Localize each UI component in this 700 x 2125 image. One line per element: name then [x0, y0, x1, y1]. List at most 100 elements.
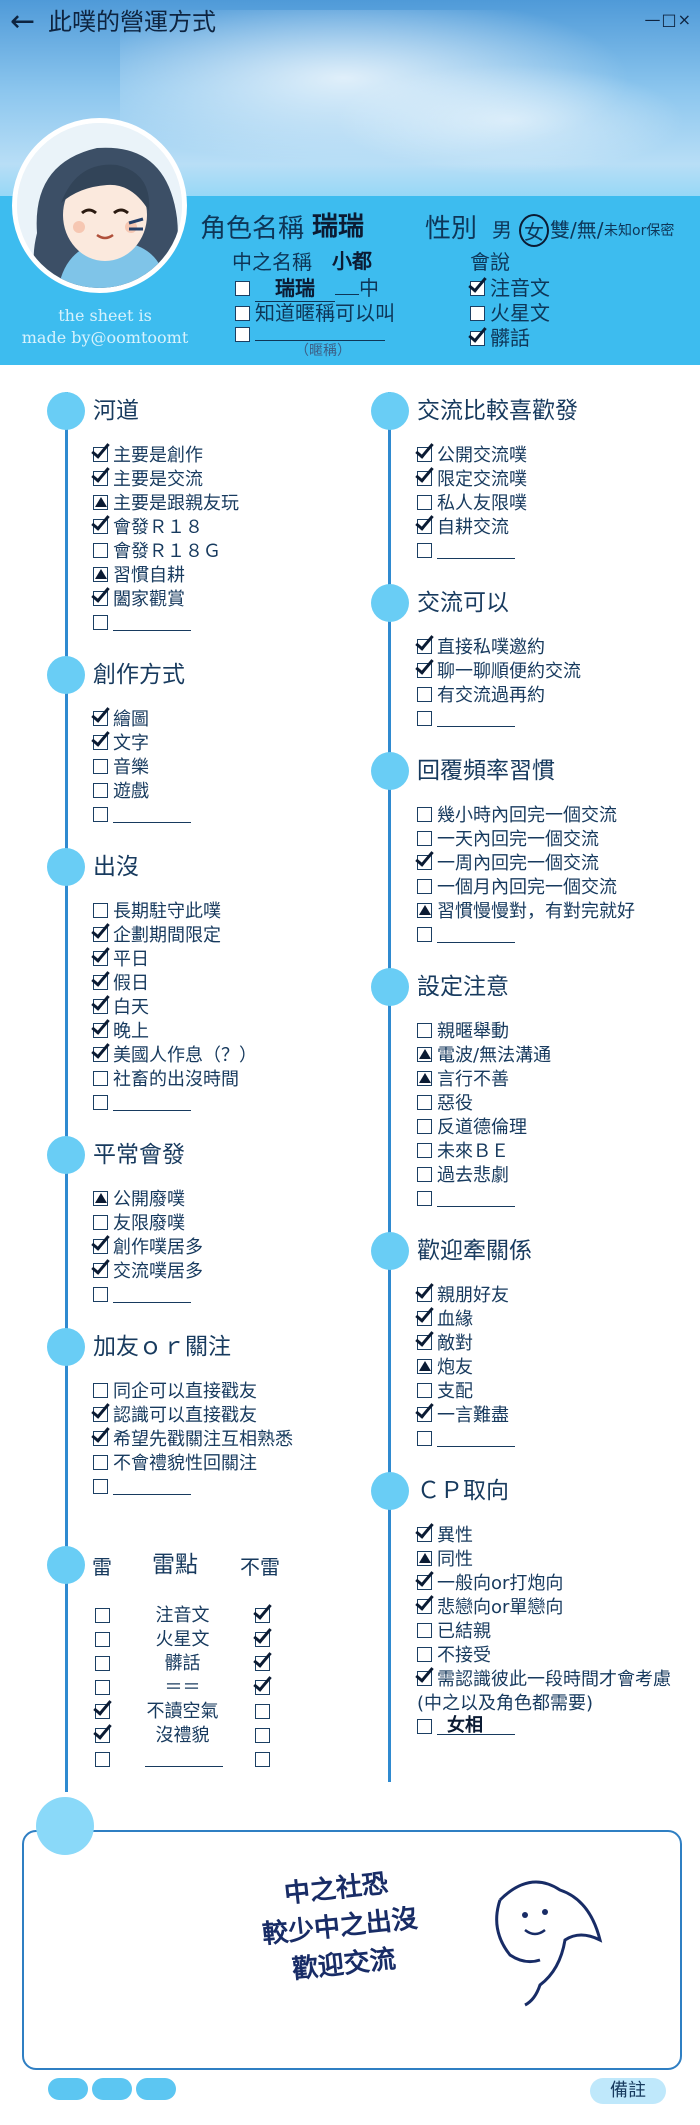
- list-item[interactable]: 電波/無法溝通: [417, 1044, 551, 1068]
- speak-item[interactable]: 注音文: [470, 272, 550, 301]
- know-nick-row[interactable]: 知道暱稱可以叫: [235, 297, 395, 326]
- item-checkbox[interactable]: [93, 1383, 108, 1398]
- item-checkbox[interactable]: [417, 1647, 432, 1662]
- item-checkbox[interactable]: [93, 1215, 108, 1230]
- item-checkbox[interactable]: [93, 1047, 108, 1062]
- bulei-checkbox[interactable]: [255, 1752, 270, 1767]
- item-checkbox[interactable]: [417, 1719, 432, 1734]
- item-checkbox[interactable]: [93, 1239, 108, 1254]
- lei-checkbox[interactable]: [95, 1680, 110, 1695]
- list-item[interactable]: 希望先戳關注互相熟悉: [93, 1428, 293, 1452]
- list-item[interactable]: 交流噗居多: [93, 1260, 203, 1284]
- speak-item[interactable]: 火星文: [470, 297, 550, 326]
- bulei-checkbox[interactable]: [255, 1632, 270, 1647]
- tab-3[interactable]: [136, 2078, 176, 2100]
- list-item[interactable]: [93, 612, 191, 636]
- list-item[interactable]: 親朋好友: [417, 1284, 509, 1308]
- item-checkbox[interactable]: [93, 951, 108, 966]
- item-checkbox[interactable]: [417, 1527, 432, 1542]
- list-item[interactable]: 聊一聊順便約交流: [417, 660, 581, 684]
- item-checkbox[interactable]: [93, 783, 108, 798]
- item-checkbox[interactable]: [93, 1407, 108, 1422]
- item-checkbox[interactable]: [93, 1191, 108, 1206]
- item-checkbox[interactable]: [93, 1455, 108, 1470]
- item-checkbox[interactable]: [417, 639, 432, 654]
- item-checkbox[interactable]: [417, 495, 432, 510]
- lei-checkbox[interactable]: [95, 1752, 110, 1767]
- list-item[interactable]: 美國人作息（？）: [93, 1044, 257, 1068]
- item-checkbox[interactable]: [417, 1287, 432, 1302]
- list-item[interactable]: 一周內回完一個交流: [417, 852, 599, 876]
- nick-row[interactable]: [235, 322, 385, 346]
- list-item[interactable]: 同企可以直接戳友: [93, 1380, 257, 1404]
- item-checkbox[interactable]: [93, 927, 108, 942]
- item-checkbox[interactable]: [417, 1191, 432, 1206]
- item-checkbox[interactable]: [417, 519, 432, 534]
- item-checkbox[interactable]: [417, 903, 432, 918]
- list-item[interactable]: 主要是跟親友玩: [93, 492, 239, 516]
- item-checkbox[interactable]: [93, 591, 108, 606]
- list-item[interactable]: 晚上: [93, 1020, 149, 1044]
- list-item[interactable]: 悲戀向or單戀向: [417, 1596, 563, 1620]
- item-checkbox[interactable]: [93, 495, 108, 510]
- item-checkbox[interactable]: [93, 999, 108, 1014]
- lei-checkbox[interactable]: [95, 1728, 110, 1743]
- item-checkbox[interactable]: [417, 1071, 432, 1086]
- list-item[interactable]: 一個月內回完一個交流: [417, 876, 617, 900]
- lei-checkbox[interactable]: [95, 1632, 110, 1647]
- list-item[interactable]: 平日: [93, 948, 149, 972]
- bulei-checkbox[interactable]: [255, 1608, 270, 1623]
- item-checkbox[interactable]: [93, 1263, 108, 1278]
- list-item[interactable]: 創作噗居多: [93, 1236, 203, 1260]
- item-checkbox[interactable]: [93, 519, 108, 534]
- item-checkbox[interactable]: [93, 759, 108, 774]
- item-checkbox[interactable]: [93, 903, 108, 918]
- list-item[interactable]: [93, 1092, 191, 1116]
- item-checkbox[interactable]: [93, 471, 108, 486]
- list-item[interactable]: [417, 540, 515, 564]
- list-item[interactable]: [93, 1284, 191, 1308]
- remark-button[interactable]: 備註: [590, 2078, 666, 2104]
- list-item[interactable]: [417, 708, 515, 732]
- item-checkbox[interactable]: [417, 1119, 432, 1134]
- list-item[interactable]: [93, 804, 191, 828]
- item-checkbox[interactable]: [93, 1287, 108, 1302]
- speak-item[interactable]: 髒話: [470, 322, 530, 351]
- bulei-checkbox[interactable]: [255, 1728, 270, 1743]
- item-checkbox[interactable]: [417, 1599, 432, 1614]
- item-checkbox[interactable]: [417, 1407, 432, 1422]
- item-checkbox[interactable]: [93, 975, 108, 990]
- list-item[interactable]: 限定交流噗: [417, 468, 527, 492]
- list-item[interactable]: 直接私噗邀約: [417, 636, 545, 660]
- list-item[interactable]: 自耕交流: [417, 516, 509, 540]
- know-nick-checkbox[interactable]: [235, 306, 250, 321]
- speak-checkbox[interactable]: [470, 281, 485, 296]
- back-arrow-icon[interactable]: ←: [10, 4, 36, 39]
- list-item[interactable]: 主要是創作: [93, 444, 203, 468]
- list-item[interactable]: 主要是交流: [93, 468, 203, 492]
- lei-checkbox[interactable]: [95, 1704, 110, 1719]
- list-item[interactable]: 假日: [93, 972, 149, 996]
- item-checkbox[interactable]: [417, 711, 432, 726]
- list-item[interactable]: 有交流過再約: [417, 684, 545, 708]
- item-checkbox[interactable]: [417, 879, 432, 894]
- item-checkbox[interactable]: [93, 1095, 108, 1110]
- list-item[interactable]: 白天: [93, 996, 149, 1020]
- item-checkbox[interactable]: [417, 543, 432, 558]
- list-item[interactable]: [417, 1188, 515, 1212]
- item-checkbox[interactable]: [93, 1023, 108, 1038]
- item-checkbox[interactable]: [417, 1383, 432, 1398]
- list-item[interactable]: 闔家觀賞: [93, 588, 185, 612]
- list-item[interactable]: 一般向or打炮向: [417, 1572, 563, 1596]
- list-item[interactable]: 幾小時內回完一個交流: [417, 804, 617, 828]
- item-checkbox[interactable]: [417, 1431, 432, 1446]
- list-item[interactable]: 異性: [417, 1524, 473, 1548]
- list-item[interactable]: 不接受: [417, 1644, 491, 1668]
- list-item[interactable]: 言行不善: [417, 1068, 509, 1092]
- list-item[interactable]: 遊戲: [93, 780, 149, 804]
- bulei-checkbox[interactable]: [255, 1656, 270, 1671]
- list-item[interactable]: 需認識彼此一段時間才會考慮: [417, 1668, 671, 1692]
- item-checkbox[interactable]: [417, 831, 432, 846]
- item-checkbox[interactable]: [417, 1551, 432, 1566]
- nick-checkbox[interactable]: [235, 327, 250, 342]
